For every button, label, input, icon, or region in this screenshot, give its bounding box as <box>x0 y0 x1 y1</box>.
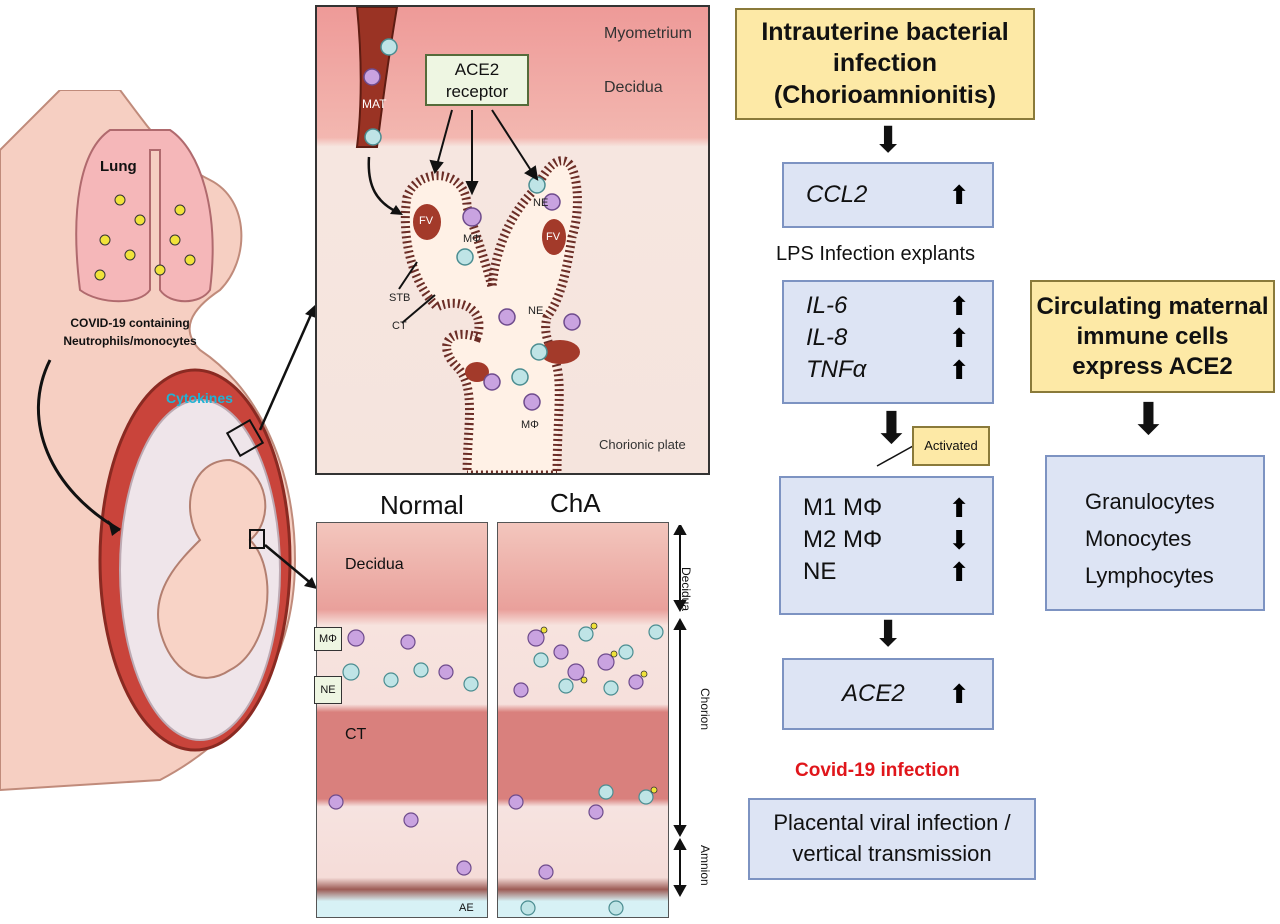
ct-label: CT <box>392 320 407 332</box>
flow-arrow-2: ⬇ <box>873 404 910 453</box>
membrane-cells <box>328 622 664 916</box>
ne-label-2: NE <box>528 305 544 317</box>
activated-connector <box>876 445 914 467</box>
maternal-line2: immune cells <box>1076 322 1229 350</box>
infection-line2: infection <box>832 49 938 78</box>
pregnant-figure-illustration <box>0 90 297 792</box>
down-arrow-icon <box>948 525 970 556</box>
activated-box: Activated <box>912 426 990 466</box>
maternal-line3: express ACE2 <box>1072 352 1233 380</box>
ae-label: AE <box>459 902 474 914</box>
covid-label-line1: COVID-19 containing <box>70 316 190 330</box>
lps-label: LPS Infection explants <box>776 243 976 265</box>
zoom-arrows <box>258 305 317 589</box>
ace2-label: ACE2 <box>842 680 905 707</box>
ace2-receptor-line2: receptor <box>445 82 509 101</box>
villi-illustration <box>355 7 582 473</box>
ccl2-box: CCL2 <box>782 162 994 228</box>
immune-cells-box: Granulocytes Monocytes Lymphocytes <box>1045 455 1265 611</box>
covid-neutrophils-label: COVID-19 containing Neutrophils/monocyte… <box>30 314 230 350</box>
fv-label-2: FV <box>546 231 561 243</box>
ace2-receptor-box: ACE2 receptor <box>425 54 529 106</box>
maternal-line1: Circulating maternal <box>1036 292 1269 320</box>
ace2-receptor-line1: ACE2 <box>454 60 500 79</box>
up-arrow-icon <box>948 355 970 386</box>
decidua-label: Decidua <box>604 79 663 96</box>
membrane-cha-section <box>497 522 669 918</box>
chorioamnionitis-box: Intrauterine bacterial infection (Chorio… <box>735 8 1035 120</box>
mphi-label-1: MΦ <box>463 233 481 245</box>
mphi-label-2: MΦ <box>521 419 539 431</box>
fetus-shape <box>157 458 269 679</box>
m1-label: M1 MΦ <box>803 494 883 521</box>
infection-line1: Intrauterine bacterial <box>761 18 1009 47</box>
lung-label: Lung <box>100 158 137 175</box>
tnf-label: TNFα <box>806 356 867 383</box>
lung-shape <box>75 129 214 303</box>
covid-infection-label: Covid-19 infection <box>795 760 960 781</box>
layer-brackets <box>673 525 687 898</box>
flow-arrow-1: ⬇ <box>873 119 904 160</box>
membrane-ct-label: CT <box>345 726 367 743</box>
cytokines-label: Cytokines <box>166 390 233 406</box>
ne-label: NE <box>803 558 837 585</box>
stb-label: STB <box>389 292 411 304</box>
ccl2-label: CCL2 <box>806 181 868 208</box>
infection-line3: (Chorioamnionitis) <box>773 80 997 109</box>
mat-label: MAT <box>362 97 387 111</box>
up-arrow-icon <box>948 679 970 710</box>
ace2-box: ACE2 <box>782 658 994 730</box>
up-arrow-icon <box>948 493 970 524</box>
myometrium-label: Myometrium <box>604 25 693 42</box>
chorionic-plate-label: Chorionic plate <box>599 437 686 452</box>
up-arrow-icon <box>948 323 970 354</box>
placental-line2: vertical transmission <box>792 841 992 866</box>
up-arrow-icon <box>948 557 970 588</box>
il6-label: IL-6 <box>806 292 848 319</box>
m2-label: M2 MΦ <box>803 526 883 553</box>
up-arrow-icon <box>948 291 970 322</box>
covid-label-line2: Neutrophils/monocytes <box>63 334 197 348</box>
membrane-normal-section <box>316 522 488 918</box>
il8-label: IL-8 <box>806 324 848 351</box>
normal-title: Normal <box>380 490 464 520</box>
maternal-arrow: ⬇ <box>1130 395 1167 444</box>
monocytes-label: Monocytes <box>1085 526 1192 551</box>
macrophage-box: M1 MΦ M2 MΦ NE <box>779 476 994 615</box>
flow-arrow-3: ⬇ <box>873 613 904 654</box>
granulocytes-label: Granulocytes <box>1085 489 1215 514</box>
cha-title: ChA <box>550 488 601 518</box>
placental-infection-box: Placental viral infection / vertical tra… <box>748 798 1036 880</box>
fv-label-1: FV <box>419 215 434 227</box>
side-amnion-label: Amnion <box>698 845 712 886</box>
membrane-decidua-label: Decidua <box>345 556 404 573</box>
maternal-immune-box: Circulating maternal immune cells expres… <box>1030 280 1275 393</box>
mphi-tag: MΦ <box>314 627 342 651</box>
ne-label-1: NE <box>533 197 549 209</box>
cytokine-box: IL-6 IL-8 TNFα <box>782 280 994 404</box>
villi-panel: Myometrium Decidua ACE2 receptor MAT FV … <box>315 5 710 475</box>
side-chorion-label: Chorion <box>698 688 712 731</box>
side-decidua-label: Decidua <box>679 567 693 612</box>
lymphocytes-label: Lymphocytes <box>1085 563 1214 588</box>
up-arrow-icon <box>948 180 970 211</box>
ne-tag: NE <box>314 676 342 704</box>
placental-line1: Placental viral infection / <box>773 810 1011 836</box>
